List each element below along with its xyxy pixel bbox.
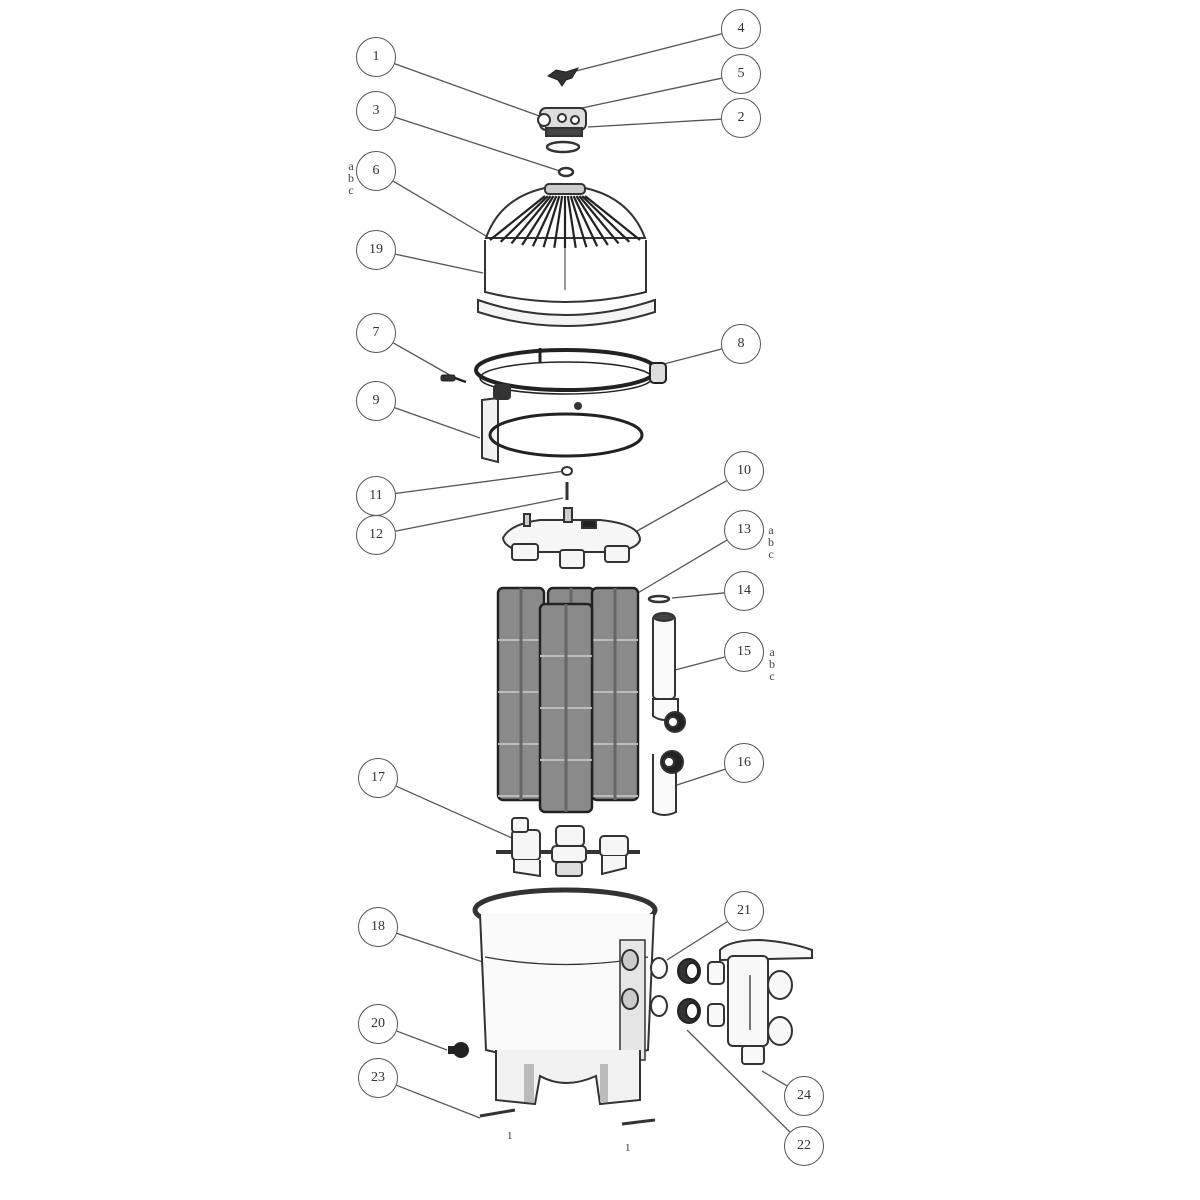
part-13-filter-cartridges[interactable]	[496, 586, 640, 814]
callout-15[interactable]: 15	[724, 632, 764, 672]
leader-line-5	[581, 77, 722, 109]
quantity-mark: 1	[507, 1130, 513, 1142]
leader-line-19	[395, 253, 484, 274]
variant-letter: a	[768, 523, 774, 537]
callout-13[interactable]: 13	[724, 510, 764, 550]
leader-line-22	[686, 1029, 791, 1133]
leader-line-8	[659, 348, 722, 366]
part-17-bottom-manifold[interactable]	[496, 817, 640, 878]
leader-line-9	[394, 407, 481, 439]
part-2-o-ring[interactable]	[545, 140, 581, 154]
variant-letter: b	[768, 535, 774, 549]
leader-line-18	[396, 932, 487, 964]
callout-18[interactable]: 18	[358, 907, 398, 947]
callout-6[interactable]: 6	[356, 151, 396, 191]
leader-line-14	[671, 592, 725, 599]
part-11-o-ring[interactable]	[561, 466, 573, 476]
variant-letter: a	[348, 159, 354, 173]
leader-line-11	[395, 470, 566, 495]
variant-letter: a	[769, 645, 775, 659]
leader-line-17	[395, 785, 513, 839]
leader-line-16	[676, 768, 726, 786]
leader-line-3	[394, 116, 564, 173]
callout-3[interactable]: 3	[356, 91, 396, 131]
callout-24[interactable]: 24	[784, 1076, 824, 1116]
callout-8[interactable]: 8	[721, 324, 761, 364]
variant-letter: c	[348, 183, 354, 197]
callout-14[interactable]: 14	[724, 571, 764, 611]
part-6-19-filter-lid[interactable]	[477, 183, 656, 327]
variant-letter: b	[769, 657, 775, 671]
part-15-air-tube[interactable]	[652, 612, 686, 733]
leader-line-21	[666, 921, 728, 961]
leader-line-4	[567, 33, 722, 74]
part-4-vent-knob[interactable]	[546, 67, 580, 87]
variant-letter: c	[769, 669, 775, 683]
part-1-air-relief-valve[interactable]	[537, 107, 587, 137]
tank-o-ring[interactable]	[488, 412, 644, 458]
callout-2[interactable]: 2	[721, 98, 761, 138]
callout-12[interactable]: 12	[356, 515, 396, 555]
part-16-elbow-tube[interactable]	[652, 750, 684, 816]
leader-line-12	[395, 497, 564, 532]
callout-5[interactable]: 5	[721, 54, 761, 94]
leader-line-23	[396, 1084, 481, 1119]
leader-line-20	[396, 1030, 448, 1051]
part-22-union-fittings[interactable]	[677, 958, 701, 1024]
callout-4[interactable]: 4	[721, 9, 761, 49]
part-23-foot-hardware[interactable]	[479, 1108, 516, 1118]
part-20-drain-plug[interactable]	[448, 1042, 469, 1058]
callout-20[interactable]: 20	[358, 1004, 398, 1044]
callout-17[interactable]: 17	[358, 758, 398, 798]
part-24-diverter-valve[interactable]	[707, 938, 813, 1065]
quantity-mark: 1	[625, 1142, 631, 1154]
leader-line-10	[636, 480, 727, 532]
lid-ribs	[489, 195, 641, 248]
part-9-clamp-handle[interactable]	[481, 384, 511, 464]
leader-line-15	[674, 656, 725, 671]
part-8-clamp-band[interactable]	[474, 348, 667, 395]
callout-16[interactable]: 16	[724, 743, 764, 783]
leader-line-13	[635, 539, 728, 595]
part-14-o-ring[interactable]	[647, 594, 671, 604]
part-18-tank-body[interactable]	[472, 887, 658, 1106]
part-7-clamp-bolt[interactable]	[440, 374, 467, 384]
variant-letter: b	[348, 171, 354, 185]
leader-line-6	[392, 180, 487, 237]
part-3-fitting[interactable]	[557, 166, 575, 178]
callout-19[interactable]: 19	[356, 230, 396, 270]
leader-line-1	[394, 63, 546, 119]
part-21-o-rings[interactable]	[650, 957, 668, 1017]
part-23-foot-hardware-2[interactable]	[621, 1118, 656, 1126]
clamp-nut	[574, 402, 582, 410]
leader-line-24	[761, 1070, 788, 1087]
part-10-top-manifold[interactable]	[501, 507, 642, 569]
callout-10[interactable]: 10	[724, 451, 764, 491]
callout-22[interactable]: 22	[784, 1126, 824, 1166]
callout-21[interactable]: 21	[724, 891, 764, 931]
callout-23[interactable]: 23	[358, 1058, 398, 1098]
leader-lines	[392, 33, 791, 1133]
variant-letter: c	[768, 547, 774, 561]
callout-1[interactable]: 1	[356, 37, 396, 77]
leader-line-7	[393, 342, 456, 379]
callout-7[interactable]: 7	[356, 313, 396, 353]
callout-11[interactable]: 11	[356, 476, 396, 516]
callout-9[interactable]: 9	[356, 381, 396, 421]
leader-line-2	[587, 118, 722, 128]
